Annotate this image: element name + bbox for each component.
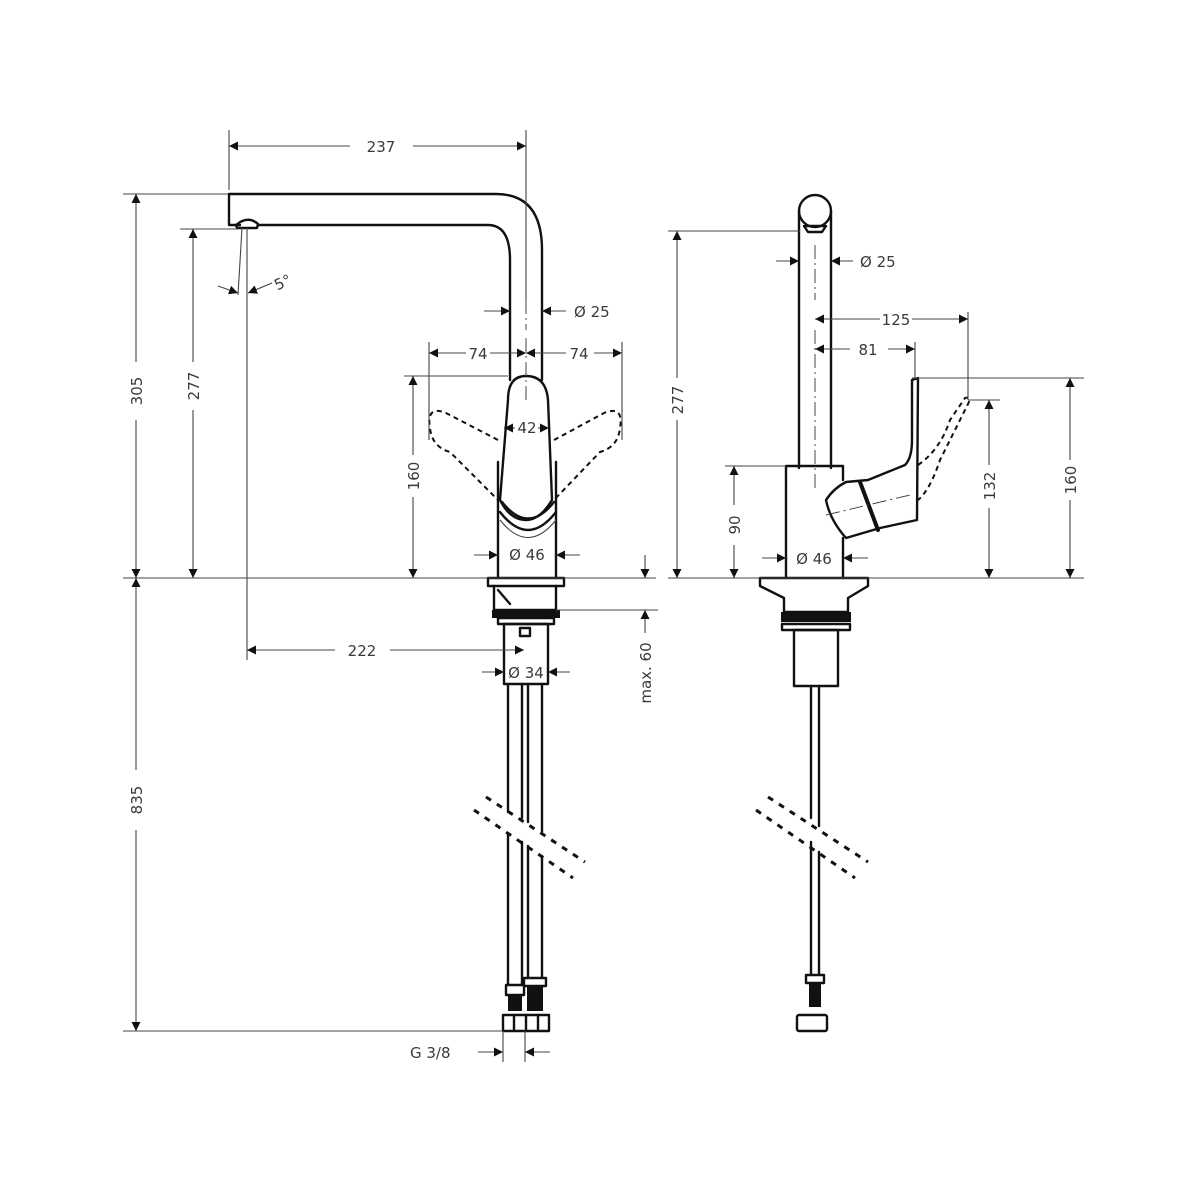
dim-spout-diameter: Ø 25: [574, 303, 610, 321]
dim-shank-diameter: Ø 34: [508, 664, 544, 682]
dim-hose-length: 835: [128, 786, 146, 815]
dim-spout-reach: 237: [367, 138, 396, 156]
side-dim-outlet-height: 277: [669, 386, 687, 415]
dim-max-deck-thickness: max. 60: [637, 642, 655, 703]
handle: [498, 374, 554, 522]
mounting-flange: [486, 576, 566, 588]
side-dim-handle-reach: 81: [858, 341, 877, 359]
dim-connection-thread: G 3/8: [410, 1044, 451, 1062]
side-handle-open: [917, 396, 971, 501]
side-dim-handle-reach-max: 125: [882, 311, 911, 329]
dim-outlet-offset: 222: [348, 642, 377, 660]
handle-swing-left: [428, 409, 499, 501]
side-handle: [824, 376, 920, 540]
side-connector: [795, 1013, 829, 1033]
dim-handle-swing-right: 74: [569, 345, 588, 363]
aerator: [234, 218, 260, 230]
dim-body-diameter: Ø 46: [509, 546, 545, 564]
side-view: Ø 25 125 81 277 90 Ø 46 132 160: [668, 193, 1084, 1033]
side-dim-body-height: 90: [726, 515, 744, 534]
handle-swing-right: [553, 409, 622, 501]
side-dim-spout-diameter: Ø 25: [860, 253, 896, 271]
side-flange: [758, 576, 870, 614]
side-dim-handle-height-open: 132: [981, 472, 999, 501]
side-dim-handle-height: 160: [1062, 466, 1080, 495]
shank: [502, 622, 550, 686]
side-shank: [792, 628, 840, 688]
dim-total-height: 305: [128, 377, 146, 406]
break-line: [485, 795, 586, 864]
spout-end: [797, 193, 833, 229]
dim-handle-swing-left: 74: [468, 345, 487, 363]
side-body: [784, 464, 845, 580]
supply-hoses: [473, 682, 586, 1033]
dim-outlet-height: 277: [185, 372, 203, 401]
side-dim-body-diameter: Ø 46: [796, 550, 832, 568]
dim-spray-angle: 5°: [271, 271, 294, 295]
dim-handle-width: 42: [517, 419, 536, 437]
dim-handle-height: 160: [405, 462, 423, 491]
front-view: 237 305 277 5° Ø 25 74 74 42 160: [123, 130, 658, 1062]
